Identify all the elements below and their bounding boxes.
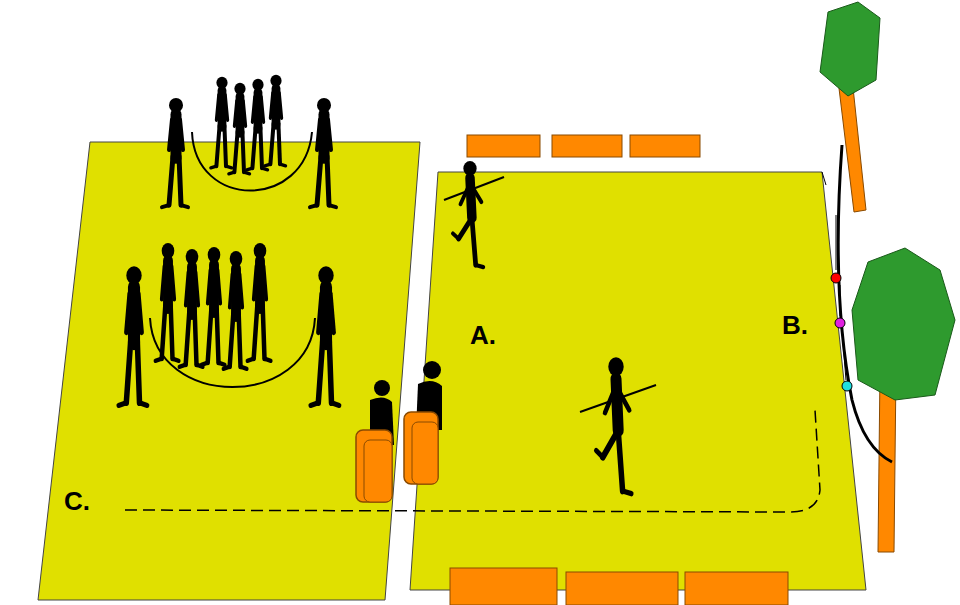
area-label: A. [470, 322, 496, 348]
area-label: B. [782, 312, 808, 338]
area-label: C. [64, 488, 90, 514]
